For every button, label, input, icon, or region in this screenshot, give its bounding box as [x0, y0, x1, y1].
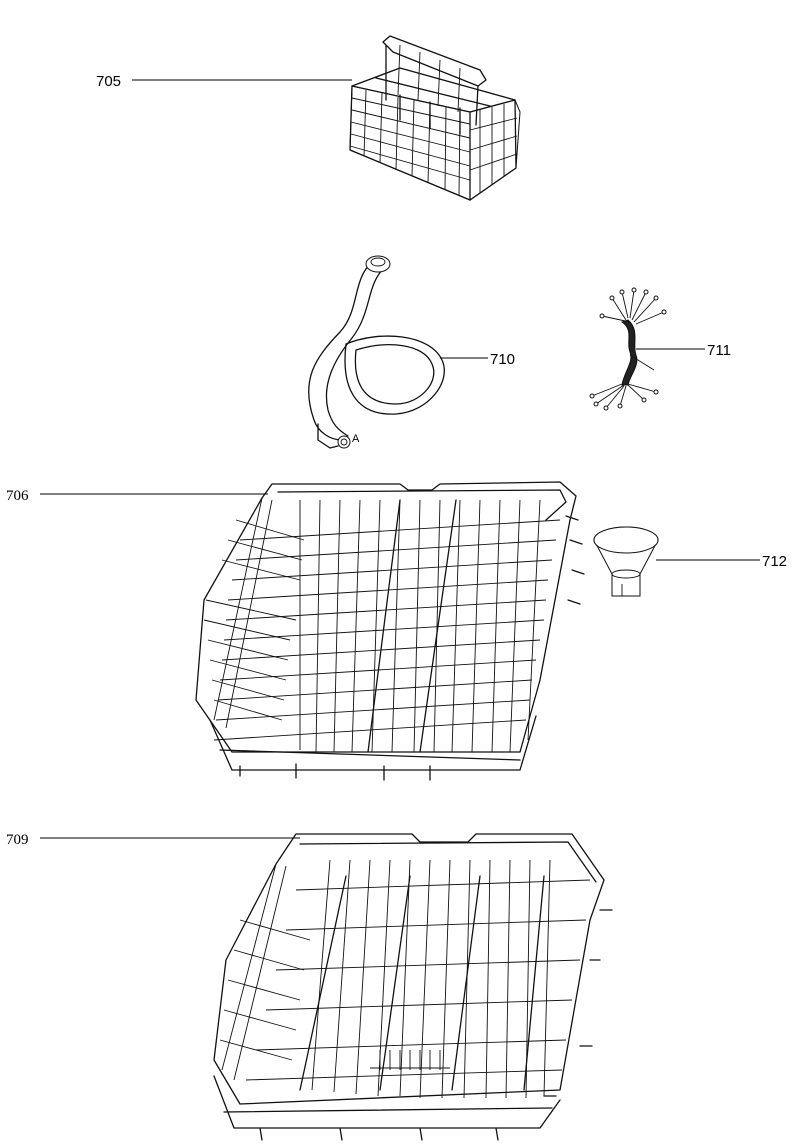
- cutlery-basket-705: [349, 35, 521, 201]
- hose-710: [307, 255, 445, 449]
- part-label-709: 709: [6, 832, 29, 848]
- part-label-711: 711: [707, 342, 731, 359]
- part-label-705: 705: [96, 73, 121, 90]
- part-label-710: 710: [490, 351, 515, 368]
- part-label-706: 706: [6, 488, 29, 504]
- lower-rack-709: [213, 833, 613, 1141]
- part-label-712: 712: [762, 553, 787, 570]
- wiring-harness-711: [589, 287, 667, 411]
- salt-funnel-712: [593, 526, 659, 597]
- hose-end-marker: A: [352, 433, 360, 445]
- upper-rack-706: [195, 481, 585, 781]
